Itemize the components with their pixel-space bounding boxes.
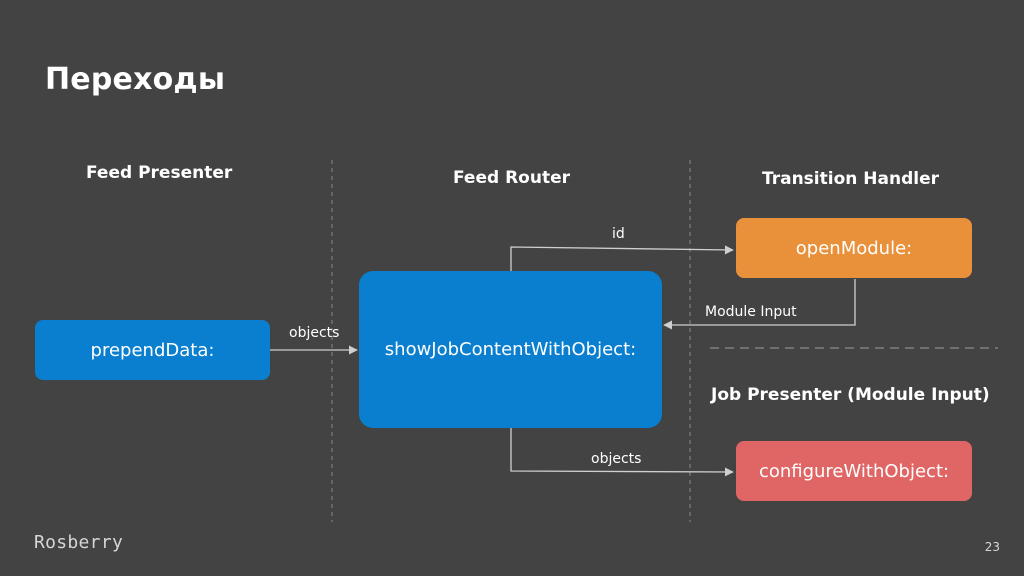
node-open-module: openModule: bbox=[736, 218, 972, 278]
edge-label-module-input: Module Input bbox=[705, 304, 797, 320]
edge-id bbox=[510, 245, 734, 271]
edge-label-objects-in: objects bbox=[289, 325, 340, 341]
column-header-feed-router: Feed Router bbox=[453, 168, 570, 188]
edge-module-input bbox=[663, 279, 856, 330]
node-prepend-data: prependData: bbox=[35, 320, 270, 380]
edge-label-objects-out: objects bbox=[591, 451, 642, 467]
column-header-job-presenter: Job Presenter (Module Input) bbox=[711, 385, 990, 405]
edge-objects-out bbox=[510, 428, 734, 477]
node-configure-with-object: configureWithObject: bbox=[736, 441, 972, 501]
column-header-transition-handler: Transition Handler bbox=[762, 169, 939, 189]
rosberry-logo: Rosberry bbox=[34, 532, 124, 553]
column-header-feed-presenter: Feed Presenter bbox=[86, 163, 233, 183]
edge-label-id: id bbox=[612, 226, 625, 242]
node-show-job-content: showJobContentWithObject: bbox=[359, 271, 662, 428]
slide-title: Переходы bbox=[45, 62, 226, 97]
page-number: 23 bbox=[984, 540, 1000, 554]
